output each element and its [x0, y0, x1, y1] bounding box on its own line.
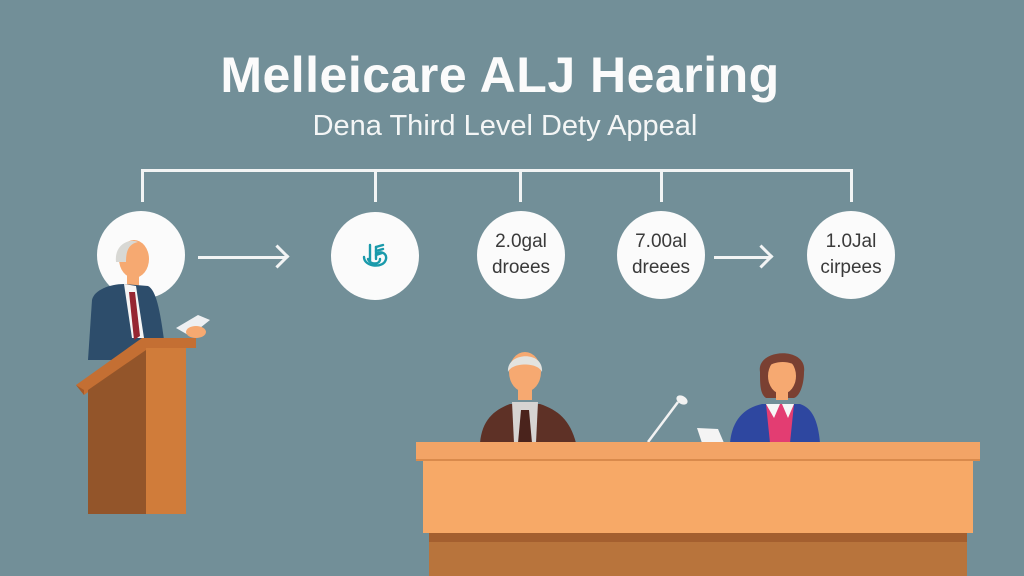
arrow-right-icon: [198, 256, 286, 259]
page-title: Melleicare ALJ Hearing: [220, 47, 780, 103]
desk-front: [423, 461, 973, 533]
microphone-icon: [647, 395, 688, 443]
desk-top: [416, 442, 980, 460]
hand-symbol-icon: [362, 243, 388, 267]
speaker-at-podium-illustration: [76, 240, 210, 514]
desk-shadow: [429, 533, 967, 542]
connector-drop-1: [141, 169, 144, 202]
desk-base: [429, 542, 967, 576]
flow-step-3: 2.0gal droees: [477, 211, 565, 299]
step-3-label: droees: [491, 257, 551, 278]
connector-drop-5: [850, 169, 853, 202]
connector-drop-2: [374, 169, 377, 202]
flow-step-4: 7.00al dreees: [617, 211, 705, 299]
step-4-label: dreees: [631, 257, 691, 278]
step-5-label: cirpees: [820, 257, 882, 278]
arrow-right-icon: [714, 256, 770, 259]
document-paper: [697, 428, 724, 443]
step-3-value: 2.0gal: [495, 231, 547, 252]
connector-drop-4: [660, 169, 663, 202]
connector-bar: [141, 169, 853, 172]
connector-drop-3: [519, 169, 522, 202]
step-4-value: 7.00al: [635, 231, 687, 252]
judge-male-illustration: [480, 352, 576, 443]
desk-edge: [416, 459, 980, 461]
step-5-value: 1.0Jal: [825, 231, 877, 252]
flow-step-5: 1.0Jal cirpees: [807, 211, 895, 299]
judge-female-illustration: [730, 353, 820, 443]
page-subtitle: Dena Third Level Dety Appeal: [312, 110, 698, 142]
flow-step-2: [331, 212, 419, 300]
